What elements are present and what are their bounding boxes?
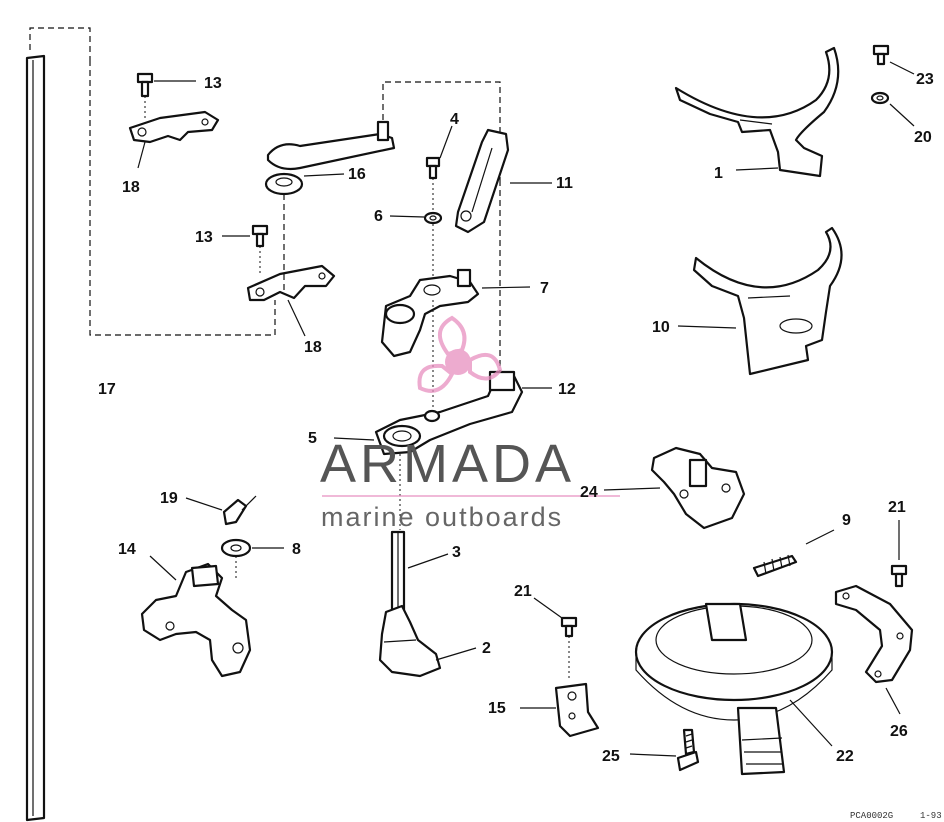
label-3: 3 <box>452 544 461 561</box>
lever-7 <box>380 268 531 410</box>
screw-21-center <box>533 597 578 680</box>
label-16: 16 <box>348 166 366 183</box>
part-17-rod <box>25 27 276 822</box>
clip-19 <box>185 495 257 526</box>
label-7: 7 <box>540 280 549 297</box>
plate-22 <box>634 602 834 776</box>
watermark: ARMADA marine outboards <box>320 315 620 532</box>
spring-9 <box>752 529 835 578</box>
part-labels: 1 2 3 4 5 6 7 8 9 10 11 12 13 13 14 15 1… <box>98 71 934 765</box>
label-26: 26 <box>890 723 908 740</box>
label-21-center: 21 <box>514 583 532 600</box>
label-14: 14 <box>118 541 136 558</box>
label-25: 25 <box>602 748 620 765</box>
screw-21-right <box>890 520 908 588</box>
screw-13-mid <box>222 224 269 275</box>
washer-6 <box>389 211 443 282</box>
propeller-logo <box>417 315 503 393</box>
label-19: 19 <box>160 490 178 507</box>
label-17: 17 <box>98 381 116 398</box>
screw-13-top <box>136 72 196 118</box>
label-21-right: 21 <box>888 499 906 516</box>
sensor-24 <box>603 446 746 530</box>
link-11 <box>454 128 552 234</box>
bracket-15 <box>520 682 600 738</box>
label-12: 12 <box>558 381 576 398</box>
label-23: 23 <box>916 71 934 88</box>
watermark-brand: ARMADA <box>320 434 575 494</box>
bracket-14 <box>140 555 252 678</box>
ring-10 <box>677 226 843 376</box>
label-1: 1 <box>714 165 723 182</box>
crank-16 <box>264 81 501 380</box>
screw-25 <box>629 728 700 772</box>
nut-8 <box>220 538 284 558</box>
label-24: 24 <box>580 484 598 501</box>
label-8: 8 <box>292 541 301 558</box>
screw-4 <box>425 125 453 210</box>
label-13-top: 13 <box>204 75 222 92</box>
bracket-26 <box>834 584 914 715</box>
label-2: 2 <box>482 640 491 657</box>
label-6: 6 <box>374 208 383 225</box>
figure-date: 1-93 <box>920 811 942 821</box>
watermark-tagline: marine outboards <box>321 502 563 532</box>
bracket-18-top <box>128 110 220 169</box>
label-15: 15 <box>488 700 506 717</box>
label-13-mid: 13 <box>195 229 213 246</box>
label-10: 10 <box>652 319 670 336</box>
lever-12 <box>333 370 552 530</box>
label-9: 9 <box>842 512 851 529</box>
label-22: 22 <box>836 748 854 765</box>
label-18-mid: 18 <box>304 339 322 356</box>
cam-2 <box>378 604 477 678</box>
screw-23 <box>872 44 915 75</box>
label-4: 4 <box>450 111 459 128</box>
figure-code: PCA0002G <box>850 811 893 821</box>
label-5: 5 <box>308 430 317 447</box>
ring-1 <box>674 46 840 178</box>
label-20: 20 <box>914 129 932 146</box>
bracket-18-mid <box>246 264 336 337</box>
label-18-top: 18 <box>122 179 140 196</box>
label-11: 11 <box>556 175 573 192</box>
washer-20 <box>870 91 915 127</box>
